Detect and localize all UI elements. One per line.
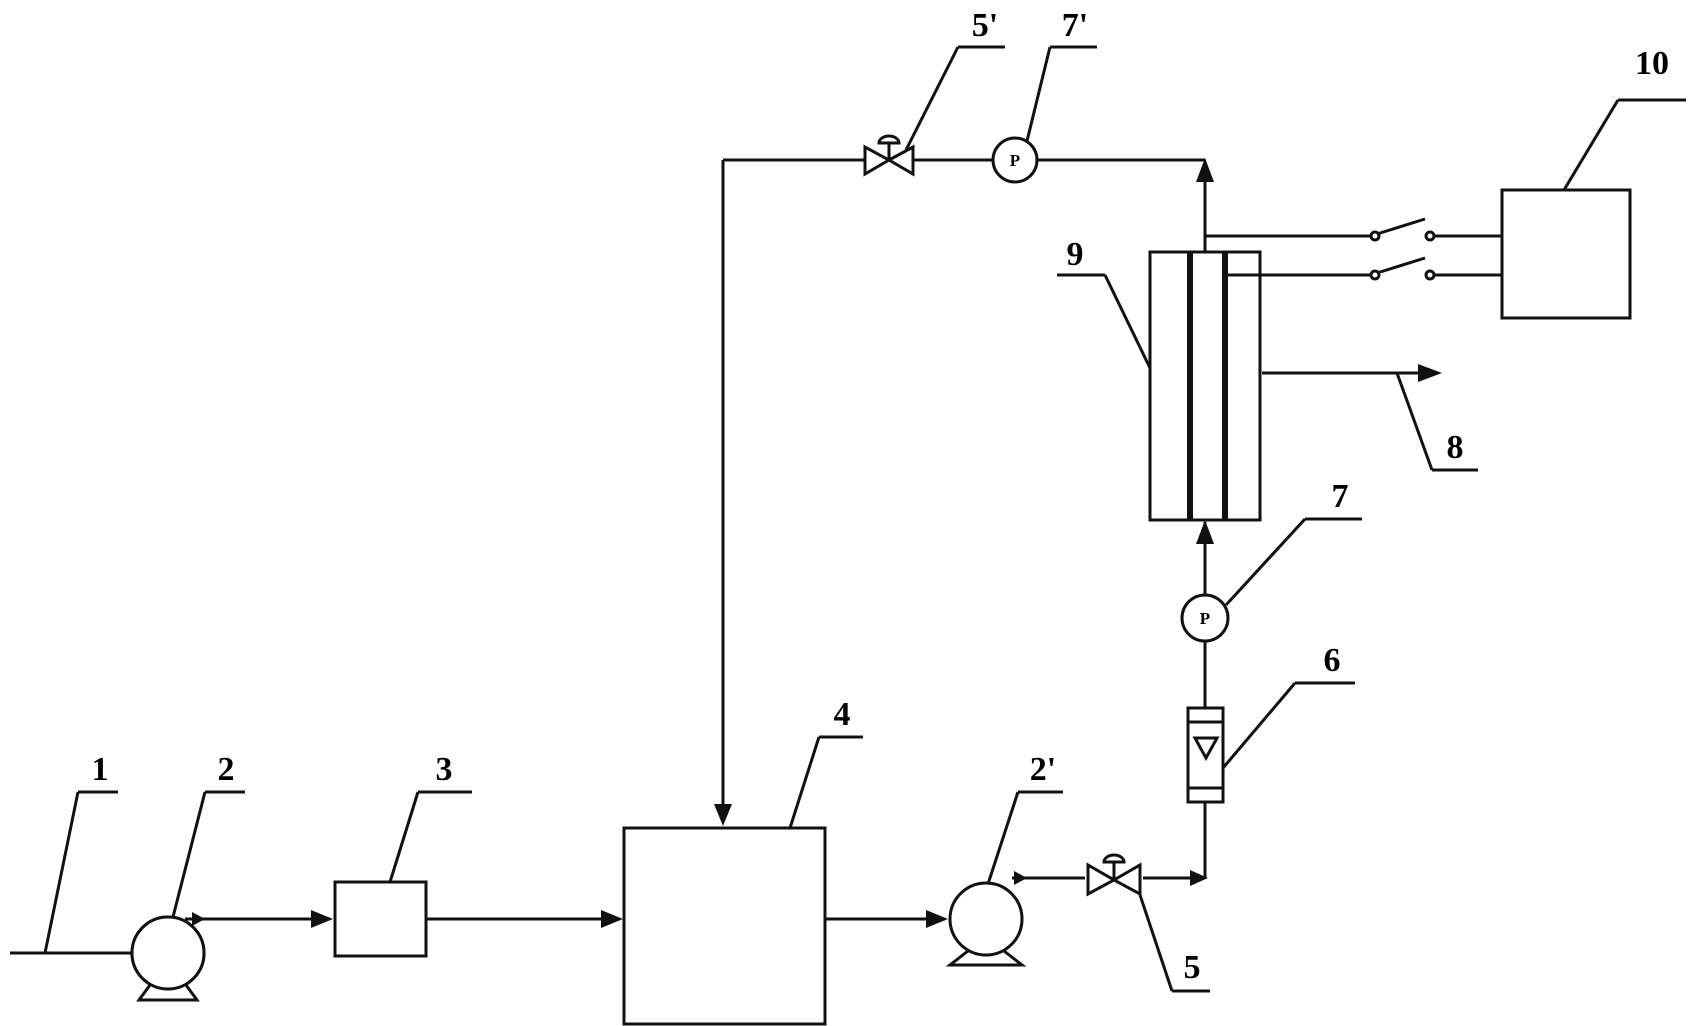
label-10: 10: [1635, 45, 1669, 82]
label-3: 3: [436, 751, 453, 788]
arrow-into-pump2p: [926, 910, 948, 928]
label-5: 5: [1184, 949, 1201, 986]
electrical-connections: [1205, 188, 1632, 320]
valve-5-prime: [863, 134, 915, 177]
arrow-permeate: [1418, 364, 1442, 382]
label-7: 7: [1332, 478, 1349, 515]
component-labels: 1 2 3 4 2' 5 6 7 8 9 7' 5' 10: [92, 7, 1670, 986]
arrow-riser-corner: [1190, 870, 1208, 886]
gauge-7-symbol: P: [1200, 609, 1210, 628]
label-5-prime: 5': [972, 7, 998, 44]
label-7-prime: 7': [1062, 7, 1088, 44]
gauge-7p-symbol: P: [1010, 151, 1020, 170]
pump-2: [130, 915, 206, 1002]
label-2-prime: 2': [1030, 751, 1056, 788]
pressure-gauge-7-prime: P: [991, 136, 1039, 184]
arrow-pump2p-outlet: [1014, 871, 1027, 885]
switch-lower-blade: [1376, 256, 1426, 275]
switch-upper-blade: [1376, 217, 1426, 236]
arrow-into-tank4: [601, 910, 623, 928]
membrane-module-9: [1148, 250, 1262, 522]
valve-5: [1086, 853, 1142, 897]
label-6: 6: [1324, 642, 1341, 679]
label-9: 9: [1067, 236, 1084, 273]
label-2: 2: [218, 751, 235, 788]
arrow-into-module9: [1196, 520, 1214, 544]
power-supply-10-box: [1500, 188, 1632, 320]
pipes: [10, 158, 1425, 955]
label-8: 8: [1447, 429, 1464, 466]
tank-4-box: [622, 826, 827, 1026]
arrow-into-tank4-return: [714, 804, 732, 826]
unit-3-box: [333, 880, 428, 958]
label-4: 4: [834, 696, 851, 733]
flowmeter-6: [1186, 706, 1225, 804]
flow-arrows: [148, 158, 1442, 962]
arrow-pump2-outlet: [192, 912, 205, 926]
pump-2-prime: [945, 881, 1027, 967]
label-1: 1: [92, 751, 109, 788]
arrow-into-unit3: [311, 910, 333, 928]
pressure-gauge-7: P: [1180, 593, 1230, 643]
leader-lines: [43, 45, 1686, 993]
switch-upper-contact-b: [1424, 230, 1436, 242]
switch-lower-contact-b: [1424, 269, 1436, 281]
arrow-module9-outlet: [1196, 158, 1214, 182]
